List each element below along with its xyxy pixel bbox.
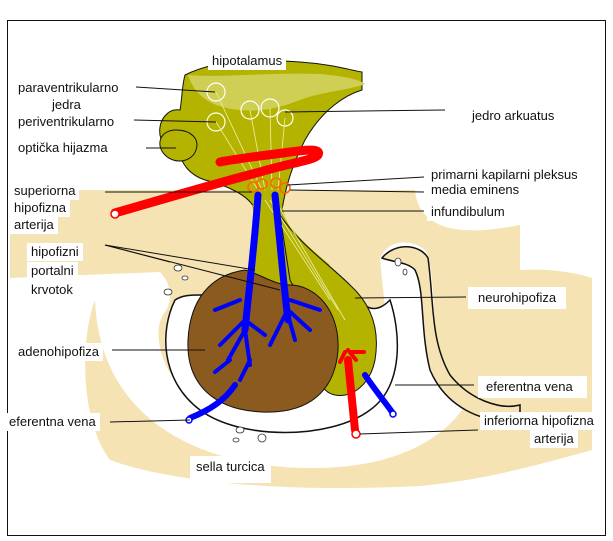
label-jedro-arkuatus: jedro arkuatus [450, 102, 582, 134]
label-hipofizni: hipofizni [27, 243, 83, 261]
label-inferiorna-hipofizna: inferiorna hipofizna [480, 412, 598, 430]
label-hipotalamus: hipotalamus [208, 52, 286, 70]
optic-chiasm-shape [160, 130, 197, 161]
label-infundibulum: infundibulum [427, 203, 509, 221]
label-jedra: jedra [48, 96, 85, 114]
label-eferentna-vena-right: eferentna vena [478, 376, 587, 398]
label-neurohipofiza: neurohipofiza [468, 287, 566, 309]
label-krvotok: krvotok [27, 281, 77, 299]
label-eferentna-vena-left: eferentna vena [5, 413, 100, 431]
label-arterija-inferior: arterija [530, 430, 578, 448]
label-media-eminens: media eminens [427, 183, 523, 197]
label-arterija-superior: arterija [10, 216, 58, 234]
artery-end-left [111, 210, 119, 218]
label-hipofizna: hipofizna [10, 199, 70, 217]
label-opticka-hijazma: optička hijazma [14, 139, 112, 157]
label-sella-turcica: sella turcica [190, 456, 271, 483]
label-superiorna: superiorna [10, 182, 79, 200]
label-portalni: portalni [27, 262, 78, 280]
label-paraventrikularno: paraventrikularno [14, 79, 122, 97]
label-periventrikularno: periventrikularno [14, 113, 118, 131]
label-adenohipofiza: adenohipofiza [14, 343, 103, 361]
